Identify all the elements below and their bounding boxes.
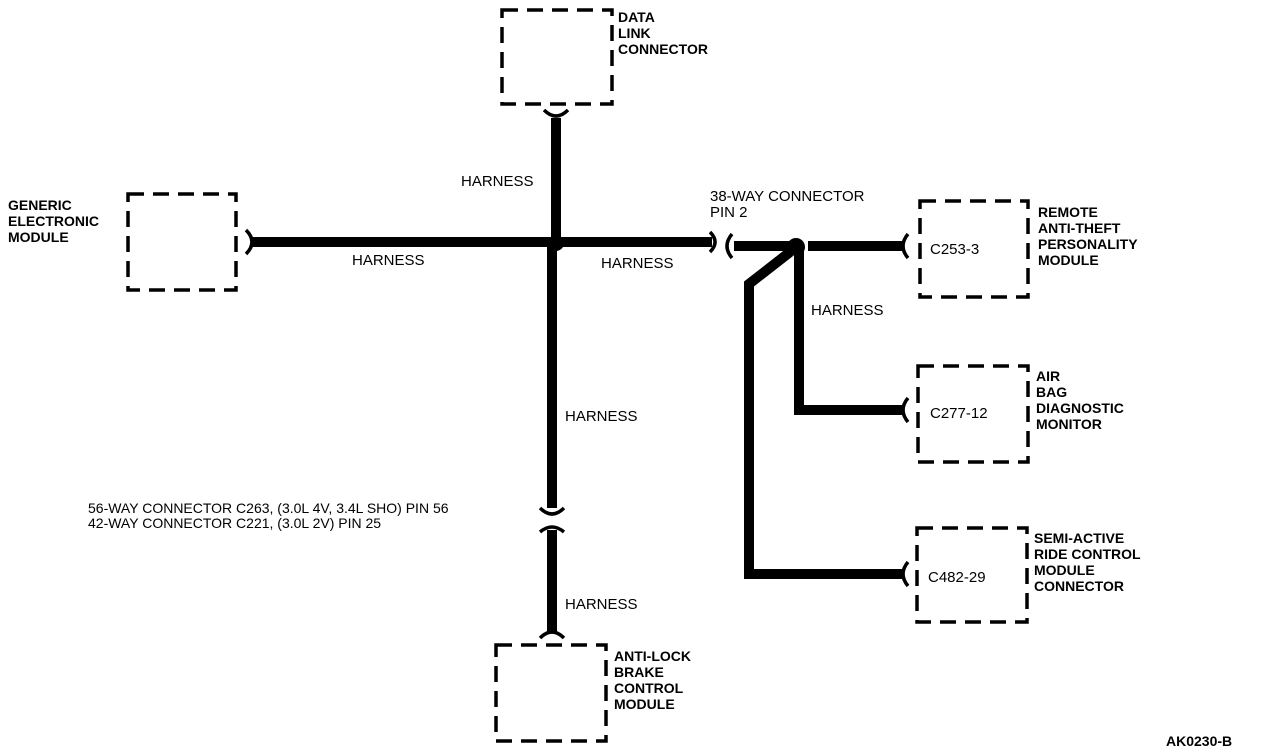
anti-theft-label: REMOTE ANTI-THEFT PERSONALITY MODULE: [1038, 204, 1141, 268]
harness-label-air-bag: HARNESS: [811, 302, 884, 319]
connector-end-generic: [244, 228, 254, 256]
air-bag-label: AIR BAG DIAGNOSTIC MONITOR: [1036, 368, 1128, 432]
connector-end-data-link: [542, 108, 570, 118]
connector-56way-upper: [538, 506, 566, 516]
connector-c253-label: C253-3: [930, 241, 979, 258]
connector-56way-lower: [538, 525, 566, 534]
connector-end-abs: [538, 630, 566, 640]
harness-label-abs: HARNESS: [565, 596, 638, 613]
generic-module-label: GENERIC ELECTRONIC MODULE: [8, 197, 103, 245]
connector-c277-label: C277-12: [930, 405, 988, 422]
anti-theft-module-box: [918, 199, 1030, 299]
abs-module-box: [494, 643, 608, 743]
connector-56way-label: 56-WAY CONNECTOR C263, (3.0L 4V, 3.4L SH…: [88, 500, 452, 531]
figure-id: AK0230-B: [1166, 733, 1232, 749]
connector-38way-female: [725, 232, 734, 260]
connector-end-air-bag: [901, 396, 910, 424]
semi-active-module-box: [915, 526, 1029, 624]
harness-label-data-link: HARNESS: [461, 173, 534, 190]
harness-label-generic: HARNESS: [352, 252, 425, 269]
abs-label: ANTI-LOCK BRAKE CONTROL MODULE: [614, 648, 695, 712]
air-bag-monitor-box: [916, 364, 1030, 464]
connector-end-semi-active: [901, 560, 910, 588]
harness-label-38way: HARNESS: [601, 255, 674, 272]
wire-air-bag: [794, 246, 902, 415]
generic-electronic-module-box: [126, 192, 238, 292]
data-link-connector-box: [500, 8, 614, 106]
connector-end-anti-theft: [901, 232, 910, 260]
data-link-label: DATA LINK CONNECTOR: [618, 9, 708, 57]
splice-point-main: [548, 235, 564, 251]
splice-point-38way: [787, 238, 805, 256]
connector-38way-male: [708, 230, 717, 254]
wire-semi-active: [744, 248, 902, 579]
connector-c482-label: C482-29: [928, 569, 986, 586]
harness-label-56way: HARNESS: [565, 408, 638, 425]
semi-active-label: SEMI-ACTIVE RIDE CONTROL MODULE CONNECTO…: [1034, 530, 1144, 594]
connector-38way-label: 38-WAY CONNECTOR PIN 2: [710, 188, 869, 221]
